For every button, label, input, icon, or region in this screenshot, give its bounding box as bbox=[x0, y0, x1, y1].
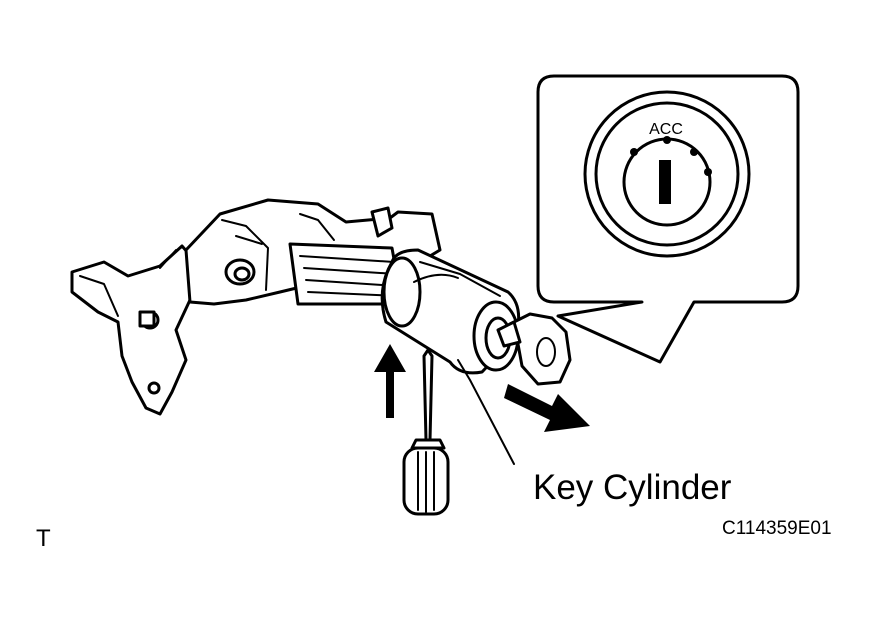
figure-code: C114359E01 bbox=[722, 518, 832, 539]
steering-column-housing bbox=[70, 198, 442, 416]
arrow-up-icon bbox=[374, 344, 406, 418]
ignition-inset: ACC bbox=[536, 74, 800, 364]
key-slot bbox=[659, 160, 671, 204]
key-cylinder bbox=[380, 248, 572, 465]
screwdriver-icon bbox=[402, 348, 450, 516]
position-dot-lock bbox=[630, 148, 638, 156]
key-cylinder-label: Key Cylinder bbox=[533, 468, 732, 507]
arrow-down-right-icon bbox=[504, 384, 590, 432]
bracket-bolt-hole bbox=[147, 381, 161, 395]
position-dot-on bbox=[690, 148, 698, 156]
mounting-bracket bbox=[70, 244, 198, 416]
key-icon bbox=[496, 312, 572, 386]
position-dot-start bbox=[704, 168, 712, 176]
key-cylinder-leader bbox=[457, 359, 515, 465]
acc-position-label: ACC bbox=[649, 121, 683, 138]
position-dot-acc bbox=[663, 136, 671, 144]
corner-mark: T bbox=[36, 525, 51, 552]
